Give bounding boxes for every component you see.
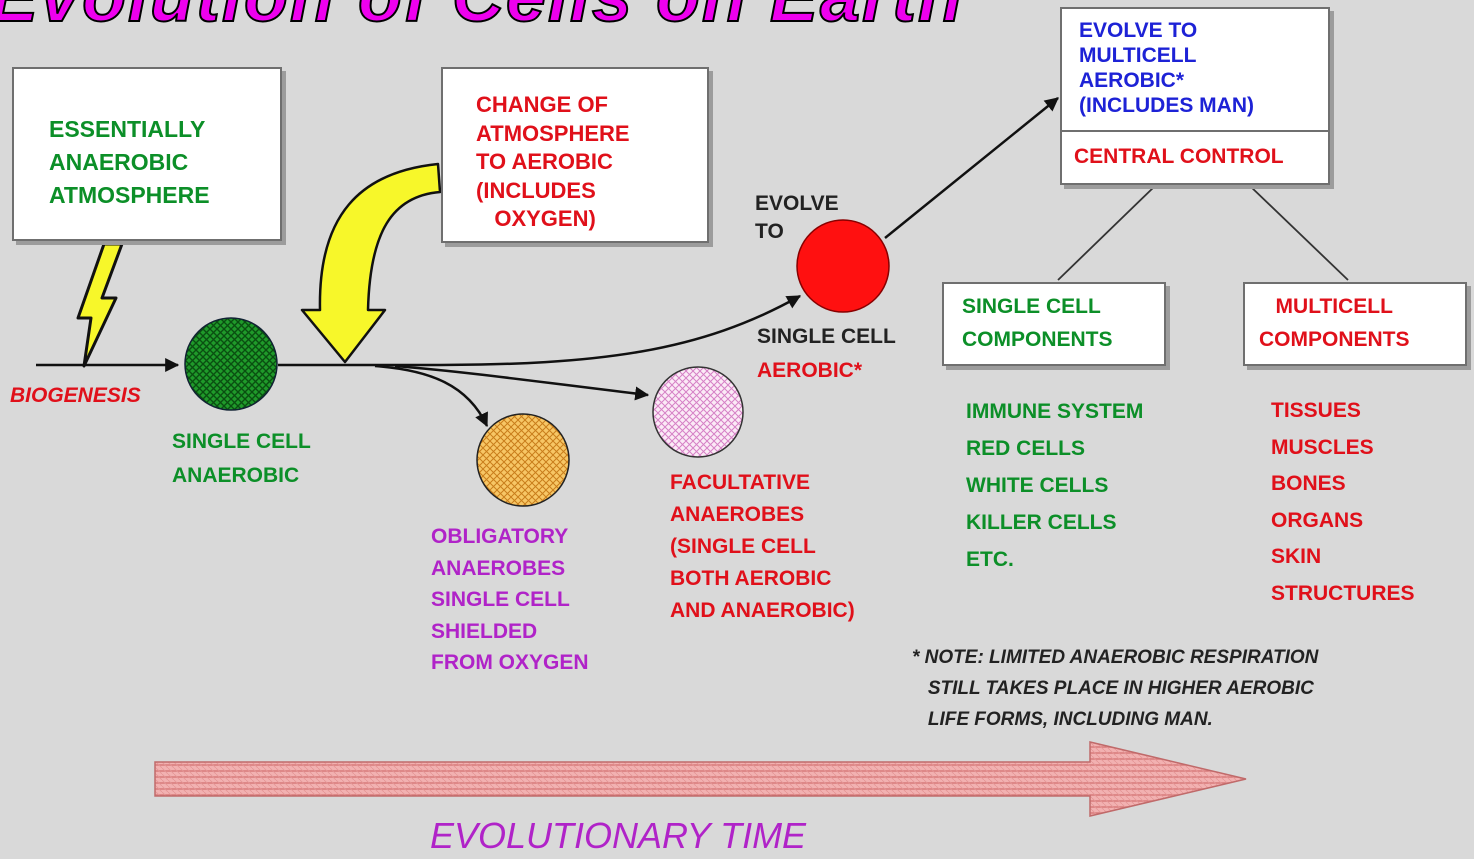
atmosphere-change-text: CHANGE OF ATMOSPHERE TO AEROBIC (INCLUDE… [476,91,630,234]
central-control-text: CENTRAL CONTROL [1074,143,1284,171]
box-divider [1062,130,1328,132]
anaerobic-atmosphere-box: ESSENTIALLY ANAEROBIC ATMOSPHERE [12,67,282,241]
branch-obligatory-arrow [375,366,487,426]
cell-icon-obligatory [477,414,569,506]
multicell-aerobic-box: EVOLVE TO MULTICELL AEROBIC* (INCLUDES M… [1060,7,1330,185]
multicell-components-box: MULTICELL COMPONENTS [1243,282,1467,366]
anaerobic-atmosphere-text: ESSENTIALLY ANAEROBIC ATMOSPHERE [49,113,210,212]
single-cell-components-box: SINGLE CELL COMPONENTS [942,282,1166,366]
single-cell-label: SINGLE CELL [757,322,896,352]
branch-aerobic-arrow [430,296,800,365]
multicell-component-list: TISSUES MUSCLES BONES ORGANS SKIN STRUCT… [1271,393,1415,612]
single-cell-components-text: SINGLE CELL COMPONENTS [962,290,1113,356]
connector-single-components [1058,186,1155,280]
aerobic-label: AEROBIC* [757,356,862,386]
connector-multi-components [1250,186,1348,280]
single-cell-anaerobic-label: SINGLE CELL ANAEROBIC [172,425,311,493]
curved-arrow-icon [302,164,440,362]
cell-icon-facultative [653,367,743,457]
facultative-anaerobes-label: FACULTATIVE ANAEROBES (SINGLE CELL BOTH … [670,467,855,627]
biogenesis-label: BIOGENESIS [10,381,141,411]
multicell-aerobic-text: EVOLVE TO MULTICELL AEROBIC* (INCLUDES M… [1079,18,1254,118]
single-cell-component-list: IMMUNE SYSTEM RED CELLS WHITE CELLS KILL… [966,393,1143,578]
branch-facultative-arrow [395,366,648,395]
time-arrow-icon [155,742,1246,816]
obligatory-anaerobes-label: OBLIGATORY ANAEROBES SINGLE CELL SHIELDE… [431,521,589,679]
evolutionary-time-label: EVOLUTIONARY TIME [430,814,806,858]
lightning-bolt-icon [78,244,122,366]
cell-icon-single-anaerobic [185,318,277,410]
footnote-text: * NOTE: LIMITED ANAEROBIC RESPIRATION ST… [912,642,1318,735]
page-title: Evolution of Cells on Earth [0,0,964,38]
aerobic-to-multicell-arrow [885,98,1058,238]
atmosphere-change-box: CHANGE OF ATMOSPHERE TO AEROBIC (INCLUDE… [441,67,709,243]
multicell-components-text: MULTICELL COMPONENTS [1259,290,1410,356]
evolve-to-label: EVOLVE TO [755,190,839,246]
